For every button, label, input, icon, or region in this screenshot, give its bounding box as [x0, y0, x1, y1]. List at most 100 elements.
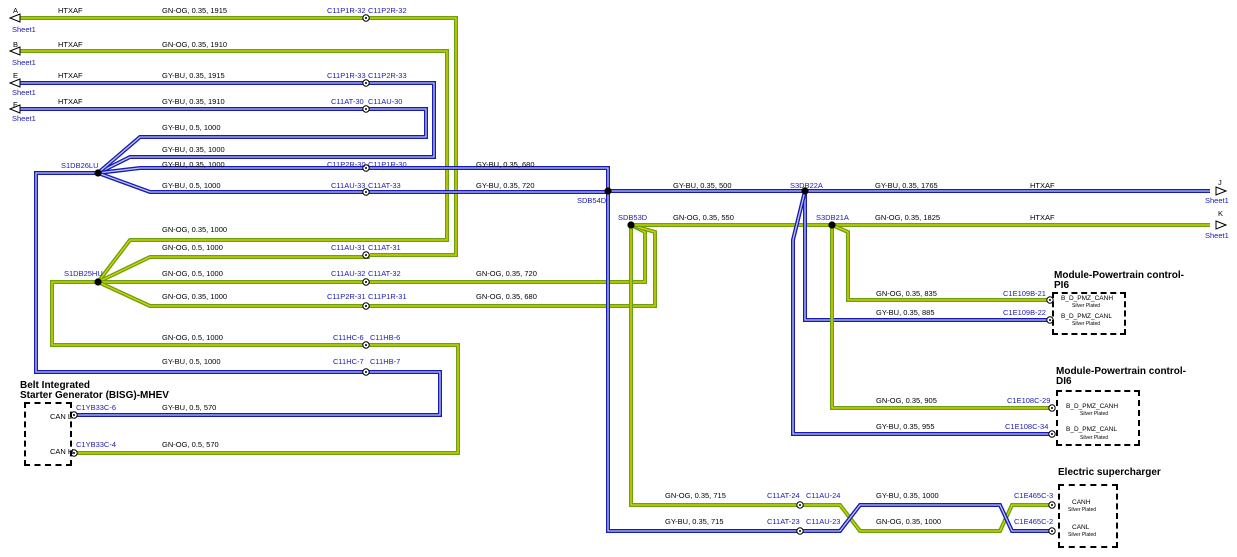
offsheet-letter-e: E — [13, 71, 19, 80]
wire-k-2: GN-OG, 0.35, 1825 — [875, 213, 941, 222]
splice-s1db25hu[interactable]: S1DB25HU — [64, 269, 103, 278]
pi6-conn-1: C1E109B-21 — [1003, 289, 1046, 298]
splice-sdb53d-dot[interactable] — [627, 221, 635, 229]
conn-label: C11P2R-30 — [327, 160, 366, 169]
connector-pin-icon — [365, 254, 367, 256]
offsheet-letter-k: K — [1218, 209, 1224, 218]
esc-wire-2: GY-BU, 0.35, 715 — [665, 517, 724, 526]
wire-label: GY-BU, 0.5, 1000 — [162, 357, 221, 366]
splice-s3db22a-dot[interactable] — [801, 187, 809, 195]
wire-b: GN-OG, 0.35, 1910 — [162, 40, 228, 49]
offsheet-letter-b: B — [13, 40, 19, 49]
wire-s2-au31[interactable] — [97, 255, 370, 284]
conn-label: C11AU-32 — [331, 269, 366, 278]
connector-pin-icon — [799, 530, 801, 532]
wire-b[interactable] — [20, 49, 449, 284]
code-e: HTXAF — [58, 71, 83, 80]
offsheet-letter-j: J — [1218, 178, 1222, 187]
wire-esc-canh[interactable] — [629, 225, 1052, 533]
offsheet-letter-a: A — [13, 6, 19, 15]
conn-label: C11HC-6 — [333, 333, 364, 342]
connector-pin-icon — [1051, 407, 1053, 409]
code-f: HTXAF — [58, 97, 83, 106]
esc-module[interactable] — [1058, 484, 1118, 548]
wire-a[interactable] — [20, 16, 458, 257]
wire-label: GN-OG, 0.5, 1000 — [162, 269, 223, 278]
di6-plated-2: Silver Plated — [1080, 435, 1109, 441]
code-k: HTXAF — [1030, 213, 1055, 222]
offsheet-sheet-b[interactable]: Sheet1 — [12, 58, 36, 67]
wire-bisg-canh[interactable] — [50, 280, 460, 455]
connector-pin-icon — [365, 167, 367, 169]
wire-di6-canh[interactable] — [830, 225, 1052, 410]
conn-a-1: C11P1R-32 — [327, 6, 366, 15]
offsheet-j-arrow-icon[interactable] — [1215, 186, 1228, 196]
offsheet-a-arrow-icon[interactable] — [8, 13, 21, 23]
conn-e-2: C11P2R-33 — [368, 71, 407, 80]
conn-label: C11HB-7 — [370, 357, 401, 366]
wire-label: GN-OG, 0.5, 1000 — [162, 333, 223, 342]
wire-label: GN-OG, 0.35, 1000 — [162, 292, 228, 301]
wire-s2-p2r31[interactable] — [97, 223, 657, 308]
di6-wire-2: GY-BU, 0.35, 955 — [876, 422, 935, 431]
offsheet-e-arrow-icon[interactable] — [8, 78, 21, 88]
bisg-wire-2: GN-OG, 0.5, 570 — [162, 440, 219, 449]
conn-label: C11AT-33 — [368, 181, 401, 190]
splice-s1db26lu[interactable]: S1DB26LU — [61, 161, 99, 170]
wire-e[interactable] — [20, 81, 436, 175]
offsheet-sheet-a[interactable]: Sheet1 — [12, 25, 36, 34]
offsheet-b-arrow-icon[interactable] — [8, 46, 21, 56]
conn-label: C11AT-32 — [368, 269, 401, 278]
splice-sdb54d-dot[interactable] — [604, 187, 612, 195]
di6-plated-1: Silver Plated — [1080, 411, 1109, 417]
splice-sdb53d[interactable]: SDB53D — [618, 213, 648, 222]
wire-f: GY-BU, 0.35, 1910 — [162, 97, 225, 106]
offsheet-letter-f: F — [13, 100, 18, 109]
wire-pi6-canh[interactable] — [831, 223, 1050, 302]
wire-pi6-canl[interactable] — [803, 191, 1050, 322]
wire-j-2: GY-BU, 0.35, 1765 — [875, 181, 938, 190]
wire-e: GY-BU, 0.35, 1915 — [162, 71, 225, 80]
connector-pin-icon — [365, 305, 367, 307]
splice-s1db25hu-dot[interactable] — [94, 278, 102, 286]
bisg-conn-2: C1YB33C-4 — [76, 440, 117, 449]
bisg-canh: CAN H — [50, 447, 74, 456]
conn-label: C11P1R-31 — [368, 292, 407, 301]
conn-label: C11AU-31 — [331, 243, 366, 252]
wire-di6-canl[interactable] — [791, 190, 1052, 436]
wire-s1-au33[interactable] — [97, 171, 608, 194]
wire-bisg-canl[interactable] — [34, 171, 442, 417]
connector-pin-icon — [1049, 319, 1051, 321]
bisg-module[interactable] — [24, 402, 72, 466]
splice-s1db26lu-dot[interactable] — [94, 169, 102, 177]
conn-label: C11P2R-31 — [327, 292, 366, 301]
splice-s3db21a-dot[interactable] — [828, 221, 836, 229]
splice-s3db22a[interactable]: S3DB22A — [790, 181, 823, 190]
wire-k-1: GN-OG, 0.35, 550 — [673, 213, 734, 222]
offsheet-sheet-f[interactable]: Sheet1 — [12, 114, 36, 123]
conn-label: C11AU-33 — [331, 181, 366, 190]
pi6-module[interactable] — [1052, 292, 1126, 335]
offsheet-k-arrow-icon[interactable] — [1215, 220, 1228, 230]
esc-conn-e: C1E465C-3 — [1014, 491, 1054, 500]
offsheet-sheet-j[interactable]: Sheet1 — [1205, 196, 1229, 205]
esc-wire-1: GN-OG, 0.35, 715 — [665, 491, 726, 500]
wire-f[interactable] — [20, 107, 428, 175]
conn-e-1: C11P1R-33 — [327, 71, 366, 80]
wire-paths — [20, 16, 1210, 533]
pi6-title-2: PI6 — [1054, 280, 1070, 291]
splice-sdb54d[interactable]: SDB54D — [577, 196, 607, 205]
offsheet-sheet-e[interactable]: Sheet1 — [12, 88, 36, 97]
splice-s3db21a[interactable]: S3DB21A — [816, 213, 849, 222]
di6-module[interactable] — [1056, 390, 1140, 446]
wire-label: GY-BU, 0.35, 680 — [476, 160, 535, 169]
wire-s1-p2r30[interactable] — [97, 166, 610, 191]
wire-esc-canl[interactable] — [606, 191, 1052, 533]
offsheet-f-arrow-icon[interactable] — [8, 104, 21, 114]
pi6-conn-2: C1E109B-22 — [1003, 308, 1046, 317]
esc-conn-a: C11AT-24 — [767, 491, 800, 500]
di6-title-1: Module-Powertrain control- — [1056, 366, 1186, 377]
connector-pin-icon — [365, 82, 367, 84]
esc-pin-1: CANH — [1072, 499, 1091, 506]
offsheet-sheet-k[interactable]: Sheet1 — [1205, 231, 1229, 240]
